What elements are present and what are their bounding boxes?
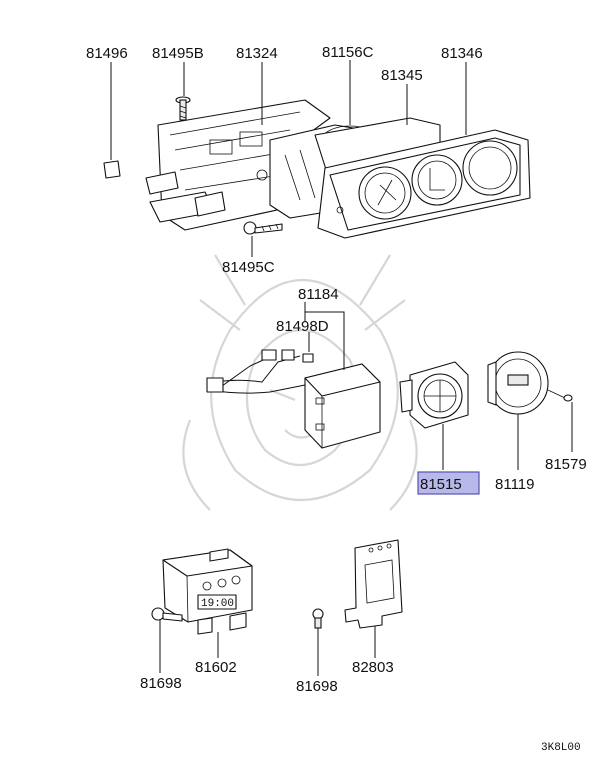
label-81496[interactable]: 81496	[86, 45, 128, 62]
screw-81495c	[243, 221, 283, 235]
label-82803[interactable]: 82803	[352, 659, 394, 676]
label-81698-right[interactable]: 81698	[296, 678, 338, 695]
label-81579[interactable]: 81579	[545, 456, 587, 473]
label-81602[interactable]: 81602	[195, 659, 237, 676]
clip-81496	[103, 160, 121, 179]
label-81515[interactable]: 81515	[420, 476, 462, 493]
clock-81515	[399, 361, 469, 429]
clip-81498d	[302, 353, 314, 363]
bulb-81579	[563, 394, 573, 402]
label-81119[interactable]: 81119	[495, 476, 535, 493]
label-81698-left[interactable]: 81698	[140, 675, 182, 692]
label-81495b[interactable]: 81495B	[152, 45, 204, 62]
sheet-code: 3K8L00	[541, 742, 581, 754]
highlight-81515	[417, 471, 480, 495]
module-81184	[304, 363, 381, 449]
label-81184[interactable]: 81184	[298, 286, 339, 303]
label-81495c[interactable]: 81495C	[222, 259, 275, 276]
wire-harness-81184	[206, 349, 306, 394]
label-81345[interactable]: 81345	[381, 67, 423, 84]
leader-lines	[110, 60, 573, 676]
clock-unit-81602: 19:00	[162, 548, 253, 635]
bracket-82803	[344, 539, 403, 629]
svg-text:19:00: 19:00	[201, 598, 234, 610]
screw-81698-left	[151, 607, 183, 622]
screw-81495b	[175, 96, 191, 121]
screw-81698-right	[312, 608, 324, 629]
label-81498d[interactable]: 81498D	[276, 318, 329, 335]
label-81156c[interactable]: 81156C	[322, 44, 374, 61]
label-81324[interactable]: 81324	[236, 45, 278, 62]
gauge-81119	[487, 351, 566, 415]
label-81346[interactable]: 81346	[441, 45, 483, 62]
meter-hood-81346	[317, 129, 531, 239]
